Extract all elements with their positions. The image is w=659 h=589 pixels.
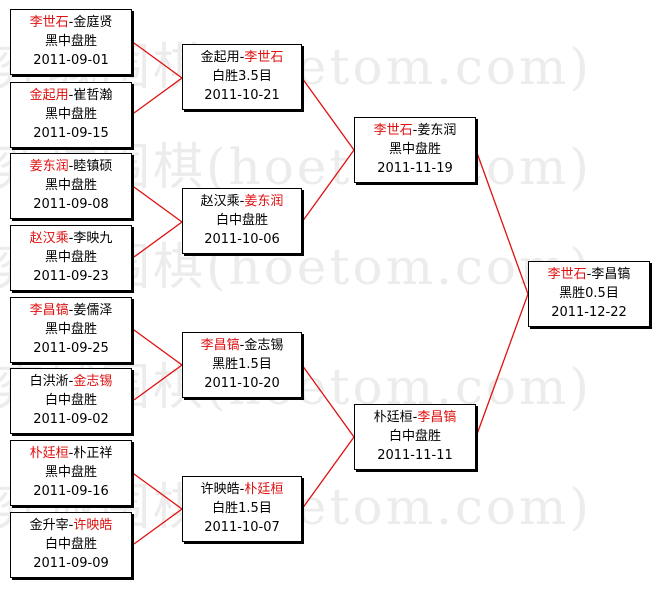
player-name: 李昌镐: [29, 303, 69, 318]
player-name: 李昌镐: [417, 410, 457, 425]
match-result: 白中盘胜: [388, 429, 441, 444]
player-name: 崔哲瀚: [73, 88, 113, 103]
connector-line: [133, 329, 184, 401]
player-name: 李昌镐: [591, 267, 631, 282]
match-date: 2011-09-15: [33, 126, 109, 141]
player-name: 李世石: [373, 123, 413, 138]
player-name: 金庭贤: [73, 15, 113, 30]
match-box-r1-7[interactable]: 朴廷桓-朴正祥 黑中盘胜 2011-09-16: [10, 440, 132, 506]
match-players: 金升宰-许映皓: [29, 518, 113, 533]
connector-line: [133, 186, 184, 258]
match-box-r1-1[interactable]: 李世石-金庭贤 黑中盘胜 2011-09-01: [10, 9, 132, 75]
player-name: 赵汉乘: [29, 231, 69, 246]
player-name: 姜东润: [244, 194, 284, 209]
player-name: 金起用: [29, 88, 69, 103]
match-date: 2011-09-23: [33, 269, 109, 284]
match-players: 李世石-金庭贤: [29, 15, 113, 30]
match-box-r1-4[interactable]: 赵汉乘-李映九 黑中盘胜 2011-09-23: [10, 225, 132, 291]
match-date: 2011-09-02: [33, 412, 109, 427]
connector-line: [475, 149, 529, 438]
match-date: 2011-09-08: [33, 197, 109, 212]
player-name: 赵汉乘: [200, 194, 240, 209]
match-result: 黑中盘胜: [44, 34, 97, 49]
player-name: 李世石: [547, 267, 587, 282]
connector-line: [301, 364, 355, 510]
match-players: 姜东润-睦镇硕: [29, 159, 113, 174]
match-box-final[interactable]: 李世石-李昌镐 黑胜0.5目 2011-12-22: [528, 261, 650, 327]
match-result: 白胜1.5目: [212, 501, 272, 516]
match-result: 黑胜1.5目: [212, 357, 272, 372]
match-box-r1-3[interactable]: 姜东润-睦镇硕 黑中盘胜 2011-09-08: [10, 153, 132, 219]
match-players: 许映皓-朴廷桓: [200, 482, 284, 497]
match-date: 2011-10-07: [204, 520, 280, 535]
player-name: 金志锡: [73, 374, 113, 389]
match-box-r2-2[interactable]: 赵汉乘-姜东润 白中盘胜 2011-10-06: [182, 188, 302, 254]
match-result: 白中盘胜: [44, 537, 97, 552]
connector-line: [133, 473, 184, 545]
match-box-r2-1[interactable]: 金起用-李世石 白胜3.5目 2011-10-21: [182, 44, 302, 110]
match-date: 2011-09-16: [33, 484, 109, 499]
match-result: 白中盘胜: [215, 213, 268, 228]
match-result: 黑中盘胜: [44, 465, 97, 480]
player-name: 许映皓: [200, 482, 240, 497]
match-players: 朴廷桓-朴正祥: [29, 446, 113, 461]
match-box-r1-5[interactable]: 李昌镐-姜儒泽 黑中盘胜 2011-09-25: [10, 297, 132, 363]
match-result: 黑中盘胜: [44, 178, 97, 193]
player-name: 李昌镐: [200, 338, 240, 353]
match-box-r1-8[interactable]: 金升宰-许映皓 白中盘胜 2011-09-09: [10, 512, 132, 578]
match-date: 2011-11-11: [377, 448, 453, 463]
player-name: 睦镇硕: [73, 159, 113, 174]
match-date: 2011-12-22: [551, 305, 627, 320]
match-date: 2011-09-09: [33, 556, 109, 571]
player-name: 姜儒泽: [73, 303, 113, 318]
player-name: 朴廷桓: [373, 410, 413, 425]
match-players: 白洪淅-金志锡: [29, 374, 113, 389]
match-date: 2011-09-25: [33, 341, 109, 356]
match-box-r2-3[interactable]: 李昌镐-金志锡 黑胜1.5目 2011-10-20: [182, 332, 302, 398]
match-players: 金起用-李世石: [200, 50, 284, 65]
match-date: 2011-10-21: [204, 88, 280, 103]
match-result: 黑胜0.5目: [559, 286, 619, 301]
match-result: 黑中盘胜: [44, 250, 97, 265]
match-players: 李世石-李昌镐: [547, 267, 631, 282]
player-name: 金升宰: [29, 518, 69, 533]
connector-line: [301, 77, 355, 223]
player-name: 李映九: [73, 231, 113, 246]
match-box-r1-2[interactable]: 金起用-崔哲瀚 黑中盘胜 2011-09-15: [10, 82, 132, 148]
match-date: 2011-10-20: [204, 376, 280, 391]
player-name: 朴廷桓: [29, 446, 69, 461]
player-name: 李世石: [244, 50, 284, 65]
connector-line: [133, 42, 184, 114]
player-name: 李世石: [29, 15, 69, 30]
match-date: 2011-10-06: [204, 232, 280, 247]
match-players: 李昌镐-金志锡: [200, 338, 284, 353]
match-result: 黑中盘胜: [44, 107, 97, 122]
player-name: 朴正祥: [73, 446, 113, 461]
match-players: 李世石-姜东润: [373, 123, 457, 138]
match-box-r3-2[interactable]: 朴廷桓-李昌镐 白中盘胜 2011-11-11: [354, 404, 476, 470]
player-name: 许映皓: [73, 518, 113, 533]
match-players: 朴廷桓-李昌镐: [373, 410, 457, 425]
match-players: 赵汉乘-姜东润: [200, 194, 284, 209]
match-result: 黑中盘胜: [388, 142, 441, 157]
match-players: 赵汉乘-李映九: [29, 231, 113, 246]
match-result: 白中盘胜: [44, 393, 97, 408]
match-date: 2011-11-19: [377, 161, 453, 176]
player-name: 姜东润: [29, 159, 69, 174]
player-name: 金志锡: [244, 338, 284, 353]
match-box-r1-6[interactable]: 白洪淅-金志锡 白中盘胜 2011-09-02: [10, 368, 132, 434]
match-box-r2-4[interactable]: 许映皓-朴廷桓 白胜1.5目 2011-10-07: [182, 476, 302, 542]
match-players: 李昌镐-姜儒泽: [29, 303, 113, 318]
player-name: 姜东润: [417, 123, 457, 138]
player-name: 金起用: [200, 50, 240, 65]
player-name: 朴廷桓: [244, 482, 284, 497]
match-box-r3-1[interactable]: 李世石-姜东润 黑中盘胜 2011-11-19: [354, 117, 476, 183]
match-result: 黑中盘胜: [44, 322, 97, 337]
match-players: 金起用-崔哲瀚: [29, 88, 113, 103]
match-date: 2011-09-01: [33, 53, 109, 68]
player-name: 白洪淅: [29, 374, 69, 389]
match-result: 白胜3.5目: [212, 69, 272, 84]
